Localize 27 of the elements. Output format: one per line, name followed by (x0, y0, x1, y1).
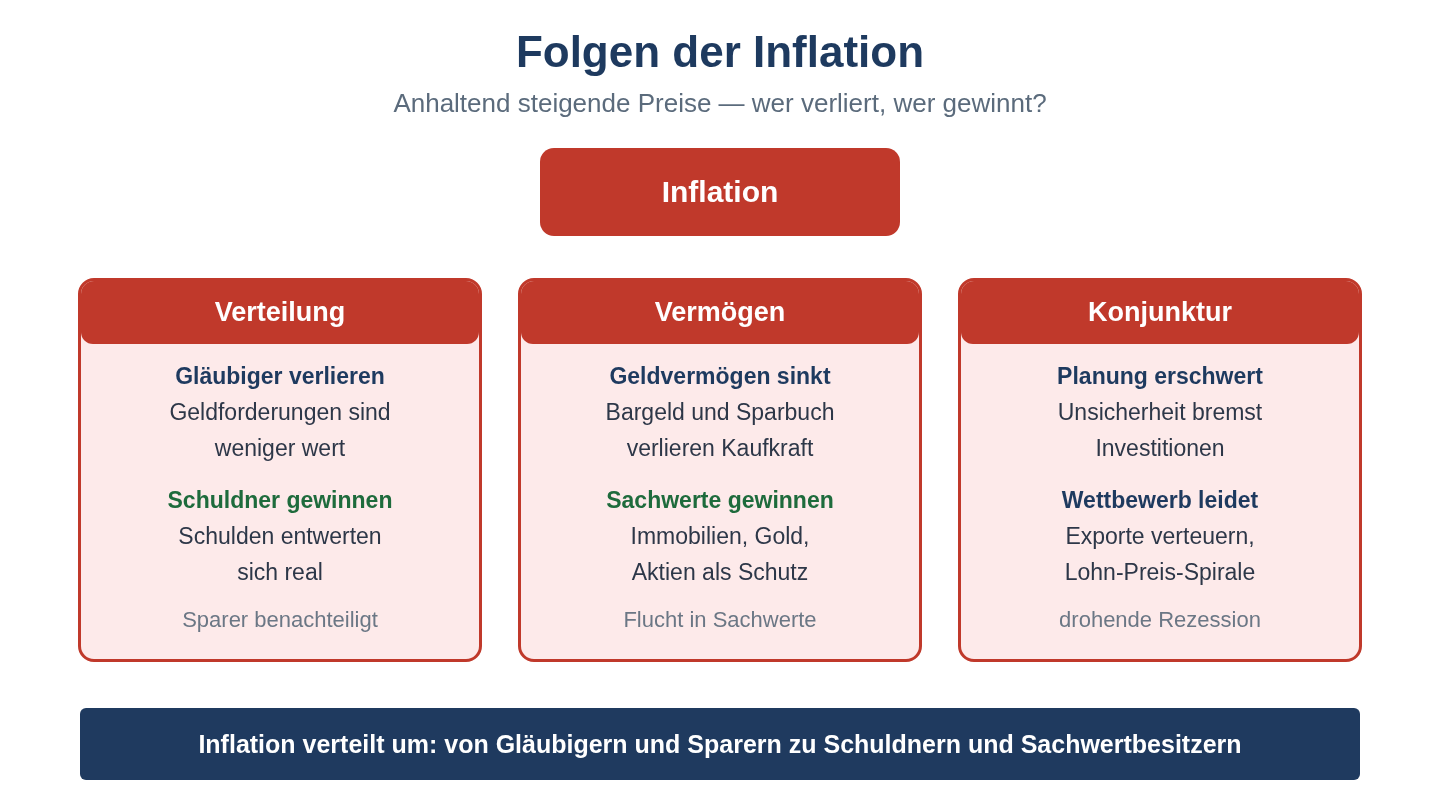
section-text: Unsicherheit bremst Investitionen (1056, 398, 1264, 463)
card-header: Vermögen (521, 281, 919, 344)
subtitle: Anhaltend steigende Preise — wer verliert, wer gewinnt? (393, 87, 1047, 119)
card-note: Flucht in Sachwerte (623, 606, 817, 634)
topic-label: Inflation (661, 175, 779, 209)
section-heading: Schuldner gewinnen (167, 486, 393, 515)
section-heading: Geldvermögen sinkt (609, 362, 831, 391)
summary-text: Inflation verteilt um: von Gläubigern und Sparern zu Schuldnern und Sachwertbesitzern (198, 729, 1242, 759)
section-text: Bargeld und Sparbuch verlieren Kaufkraft (604, 398, 836, 463)
summary-banner (80, 708, 1360, 780)
section-heading: Sachwerte gewinnen (606, 486, 834, 515)
category-card (958, 278, 1362, 662)
card-note: drohende Rezession (1059, 606, 1261, 634)
section-text: Geldforderungen sind weniger wert (168, 398, 392, 463)
card-header: Verteilung (81, 281, 479, 344)
category-card (78, 278, 482, 662)
section-text: Schulden entwerten sich real (177, 522, 383, 587)
card-header: Konjunktur (961, 281, 1359, 344)
diagram-title: Folgen der Inflation (515, 26, 925, 78)
section-heading: Gläubiger verlieren (175, 362, 385, 391)
topic-box (540, 148, 900, 236)
section-text: Immobilien, Gold, Aktien als Schutz (629, 522, 811, 587)
section-heading: Wettbewerb leidet (1061, 486, 1259, 515)
section-heading: Planung erschwert (1057, 362, 1263, 391)
card-note: Sparer benachteiligt (182, 606, 378, 634)
section-text: Exporte verteuern, Lohn-Preis-Spirale (1063, 522, 1257, 587)
category-card (518, 278, 922, 662)
